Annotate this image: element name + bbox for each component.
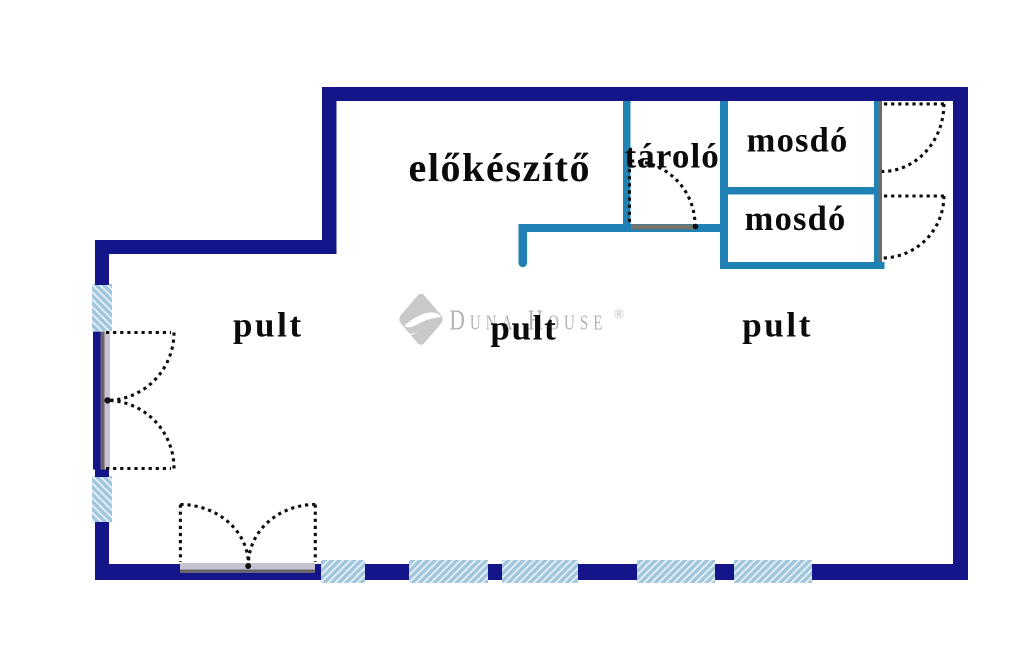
svg-text:előkészítő: előkészítő bbox=[408, 145, 591, 190]
svg-text:mosdó: mosdó bbox=[747, 122, 849, 160]
svg-text:pult: pult bbox=[742, 306, 813, 345]
svg-text:Duna House: Duna House bbox=[450, 304, 608, 336]
svg-text:pult: pult bbox=[490, 309, 557, 348]
svg-text:pult: pult bbox=[233, 306, 304, 345]
svg-text:tároló: tároló bbox=[625, 137, 720, 176]
svg-text:®: ® bbox=[614, 306, 624, 321]
svg-text:mosdó: mosdó bbox=[745, 200, 847, 238]
